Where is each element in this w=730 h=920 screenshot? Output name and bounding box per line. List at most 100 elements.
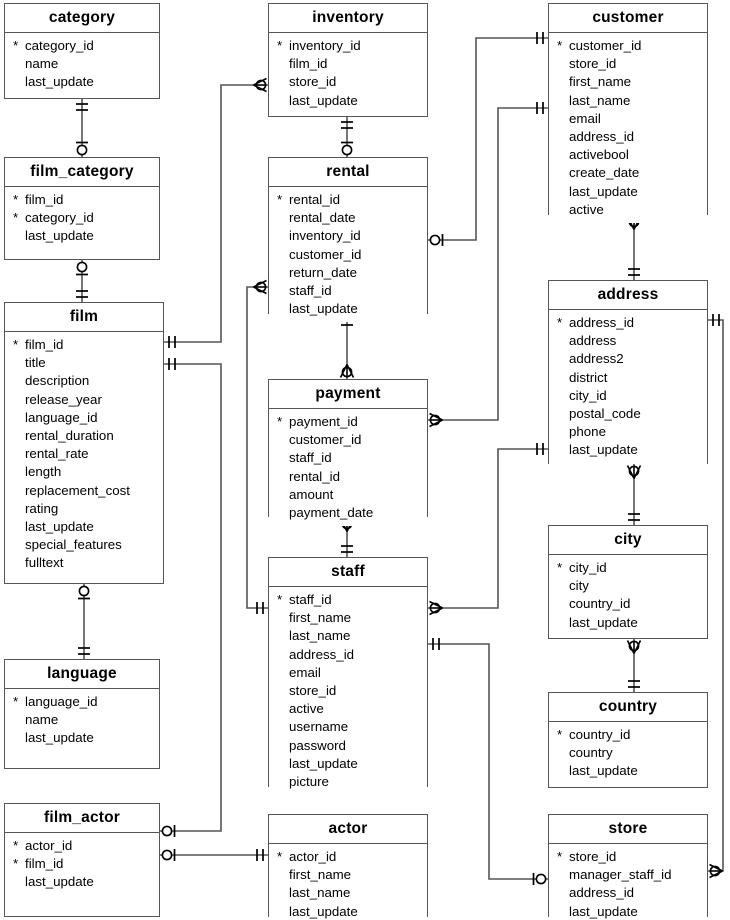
attribute-name: city	[569, 578, 589, 594]
relationship-address-store[interactable]	[708, 314, 724, 879]
attribute-name: category_id	[25, 38, 94, 53]
relationship-staff-address[interactable]	[428, 443, 548, 616]
attribute-name: film_id	[25, 856, 64, 872]
attribute-name: fulltext	[25, 555, 64, 571]
attribute-name: activebool	[569, 147, 629, 163]
relationship-customer-address[interactable]	[626, 215, 642, 280]
attribute-name: country_id	[569, 727, 631, 742]
relationship-film-film_actor[interactable]	[160, 358, 222, 837]
attribute-name: first_name	[289, 610, 352, 626]
attribute-name: picture	[289, 774, 329, 790]
entity-title-address: address	[549, 281, 707, 310]
attribute-row: last_name	[269, 627, 427, 645]
relationship-rental-customer[interactable]	[428, 32, 548, 246]
attribute-row: customer_id	[269, 431, 427, 449]
attribute-name: return_date	[289, 264, 358, 280]
primary-key-marker-icon: *	[13, 210, 19, 226]
attribute-row: city_id	[549, 387, 707, 405]
attribute-name: country	[569, 745, 613, 761]
relationship-film_actor-actor[interactable]	[160, 849, 268, 861]
attribute-row: staff_id	[269, 449, 427, 467]
primary-key-marker-icon: *	[277, 414, 283, 429]
attribute-name: release_year	[25, 391, 102, 407]
attribute-row: username	[269, 718, 427, 736]
attribute-name: postal_code	[569, 406, 641, 422]
attribute-name: store_id	[569, 56, 617, 72]
attribute-row: last_update	[549, 441, 707, 459]
attribute-name: district	[569, 369, 608, 385]
cardinality-marker-one	[432, 638, 440, 650]
entity-title-payment: payment	[269, 380, 427, 409]
attribute-name: replacement_cost	[25, 482, 130, 498]
attribute-row: active	[549, 201, 707, 219]
attribute-row: country	[549, 744, 707, 762]
relationship-film-inventory[interactable]	[164, 77, 268, 349]
primary-key-marker-icon: *	[557, 849, 563, 864]
attribute-row: last_update	[5, 873, 159, 891]
relationship-film_category-film[interactable]	[76, 260, 88, 302]
cardinality-marker-one	[628, 513, 640, 521]
attribute-name: last_update	[25, 74, 94, 90]
attribute-row: phone	[549, 423, 707, 441]
attribute-row: name	[5, 711, 159, 729]
relationship-category-film_category[interactable]	[76, 99, 88, 157]
attribute-name: category_id	[25, 210, 94, 226]
attribute-row: *customer_id	[549, 37, 707, 55]
attribute-row: *actor_id	[269, 848, 427, 866]
attribute-name: address_id	[289, 646, 355, 662]
relationship-film-language[interactable]	[78, 584, 90, 659]
primary-key-marker-icon: *	[13, 337, 19, 352]
relationship-staff-store[interactable]	[428, 638, 548, 885]
cardinality-marker-one	[76, 290, 88, 298]
attribute-name: active	[569, 201, 604, 217]
relationship-payment-customer[interactable]	[428, 102, 548, 428]
primary-key-marker-icon: *	[557, 315, 563, 330]
relationship-address-city[interactable]	[626, 464, 642, 525]
entity-title-customer: customer	[549, 4, 707, 33]
attribute-name: last_name	[569, 92, 631, 108]
attribute-row: *inventory_id	[269, 37, 427, 55]
attribute-name: payment_id	[289, 414, 358, 429]
attribute-row: address_id	[269, 646, 427, 664]
attribute-name: address_id	[569, 885, 635, 901]
attribute-name: special_features	[25, 537, 122, 553]
attribute-name: last_update	[25, 228, 94, 244]
attribute-name: email	[289, 664, 321, 680]
cardinality-marker-one	[341, 121, 353, 129]
attribute-row: last_update	[269, 92, 427, 110]
attribute-name: name	[25, 56, 59, 72]
attribute-row: address_id	[549, 884, 707, 902]
attribute-row: rental_id	[269, 468, 427, 486]
attribute-row: *film_id	[5, 336, 163, 354]
attribute-row: payment_date	[269, 504, 427, 522]
relationship-rental-staff[interactable]	[246, 279, 268, 615]
attribute-name: customer_id	[289, 432, 362, 448]
relationship-rental-payment[interactable]	[339, 314, 355, 379]
relationship-city-country[interactable]	[626, 639, 642, 692]
cardinality-marker-zero-or-one	[532, 873, 547, 885]
relationship-inventory-rental[interactable]	[341, 117, 353, 157]
